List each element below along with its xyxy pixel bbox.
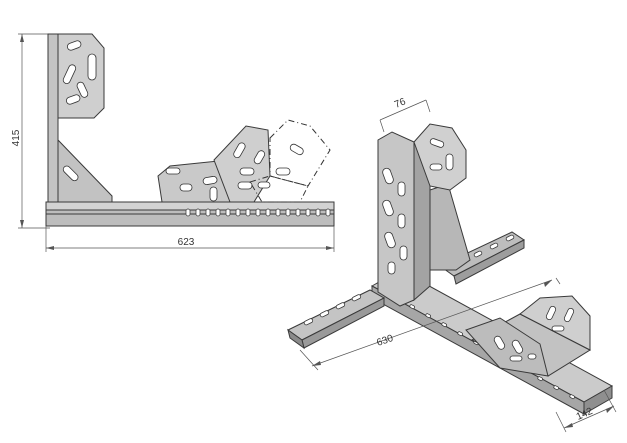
head-slot-3 — [62, 64, 77, 85]
alt-slot-2 — [275, 167, 291, 176]
width-dimension: 623 — [45, 226, 335, 252]
pedal-slot-7 — [237, 181, 253, 190]
pedal-bracket-alt-base — [249, 175, 309, 203]
front-leg-holes — [303, 294, 362, 326]
pedal-slot-3 — [209, 186, 218, 202]
iso-mounting-plate — [413, 123, 467, 191]
pedal-slot-8 — [257, 181, 271, 189]
iso-plate-slot-1 — [429, 138, 445, 148]
head-slot-1 — [66, 40, 82, 51]
top-dimension: 76 — [379, 96, 431, 133]
pedal-slot-1 — [179, 183, 193, 192]
pedal-slot-5 — [253, 150, 266, 165]
iso-plate-slot-2 — [445, 153, 454, 171]
width-dim-label: 623 — [178, 237, 195, 248]
pedal-slot-9 — [165, 167, 181, 175]
head-slot-4 — [65, 94, 81, 105]
isometric-view: 76 — [287, 96, 617, 433]
gusset-slot — [62, 165, 79, 182]
iso-plate-slot-3 — [429, 163, 443, 171]
pedal-slot-6 — [239, 167, 255, 176]
base-rail — [45, 201, 335, 211]
side-view: 415 — [11, 33, 335, 252]
pedal-tray-slots — [493, 305, 575, 362]
pedal-bracket-alt-position — [269, 119, 331, 187]
rail-holes — [185, 208, 331, 217]
main-rail-end — [583, 385, 613, 415]
rear-leg-holes — [473, 234, 515, 258]
front-cross-leg-end — [287, 328, 305, 350]
top-dim-label: 76 — [393, 96, 408, 111]
upright-slots — [382, 167, 408, 275]
rear-cross-leg-side — [453, 239, 525, 285]
pedal-tray-front — [465, 317, 549, 377]
head-slot-2 — [87, 53, 97, 81]
pedal-slot-4 — [233, 142, 246, 159]
head-slot-5 — [76, 81, 89, 98]
height-dimension: 415 — [11, 33, 50, 229]
length-dimension: 630 — [299, 277, 561, 371]
pedal-slot-2 — [202, 175, 218, 186]
height-dim-label: 415 — [11, 129, 22, 146]
alt-slot-1 — [289, 143, 304, 156]
front-cross-leg — [287, 289, 386, 341]
length-dim-label: 630 — [375, 333, 395, 349]
upright-column-front — [377, 131, 415, 307]
iso-gusset — [429, 183, 471, 271]
upright-plate — [47, 33, 59, 203]
